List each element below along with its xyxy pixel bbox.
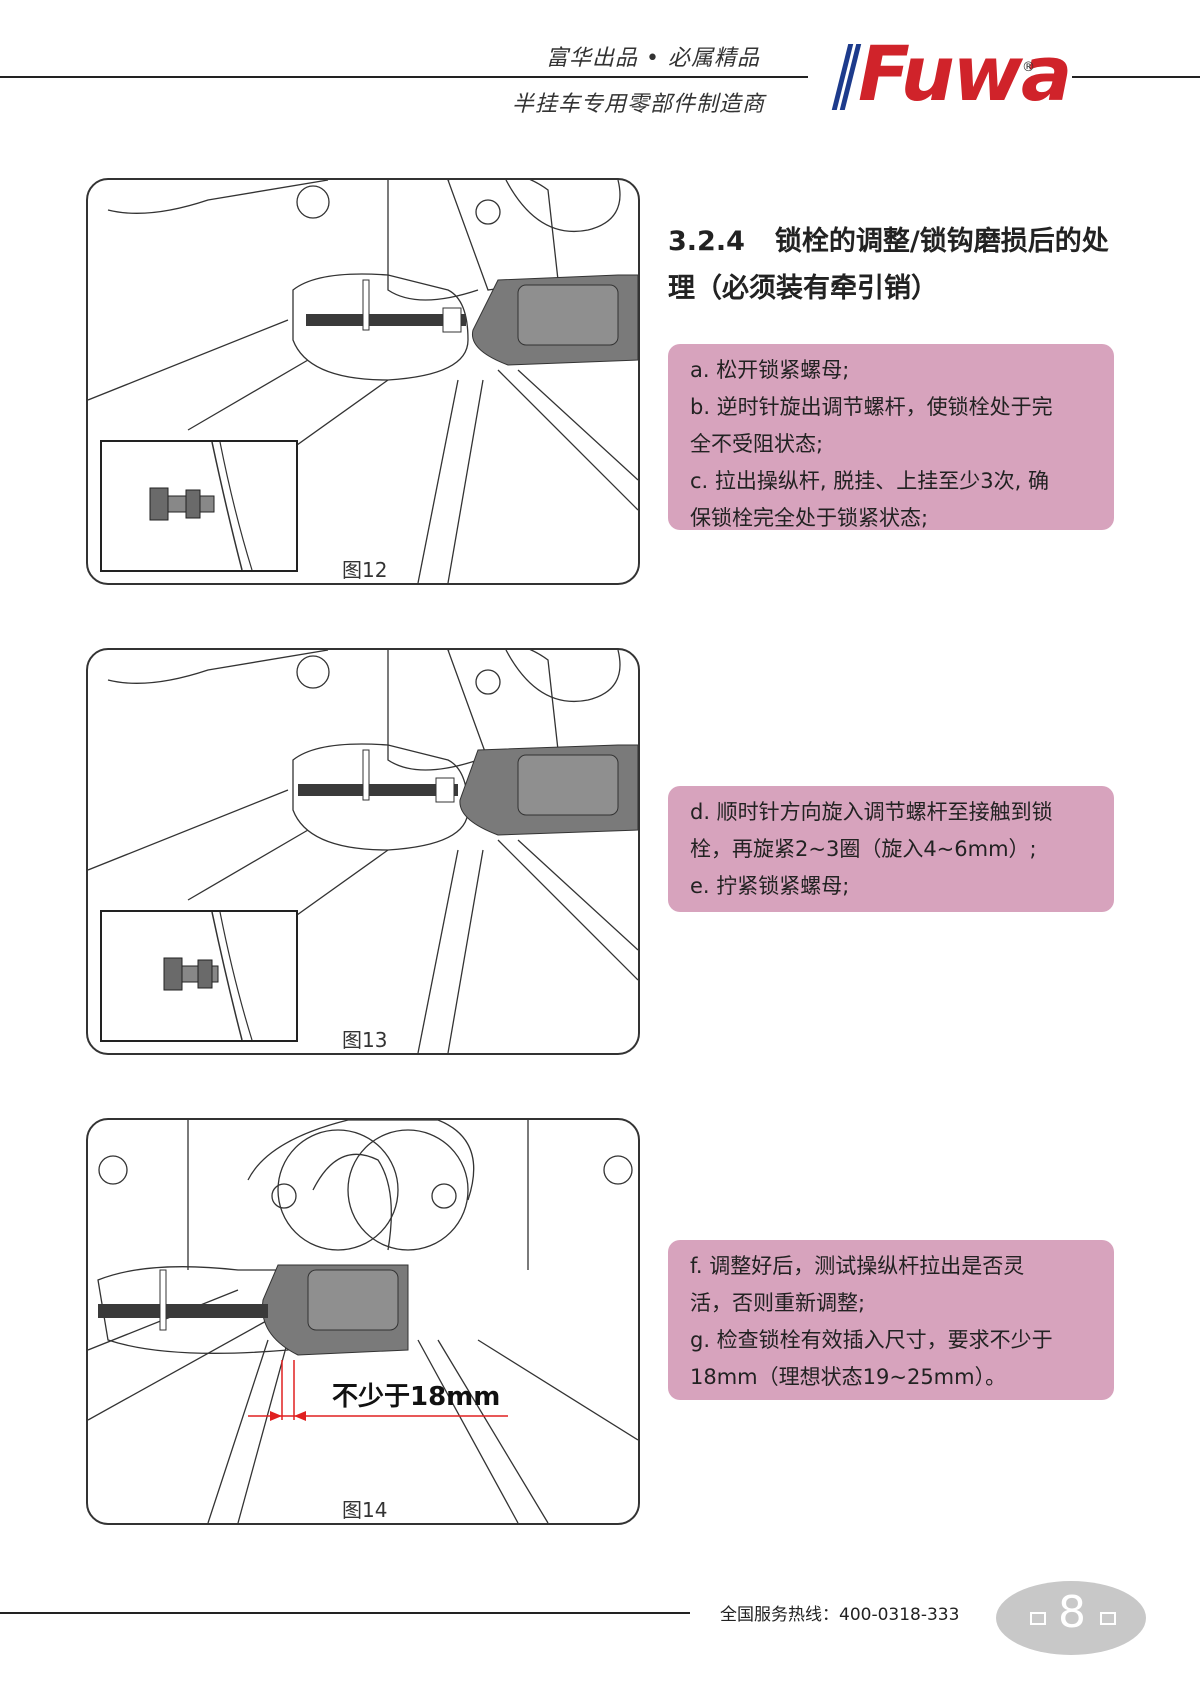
- instruction-line: c. 拉出操纵杆, 脱挂、上挂至少3次, 确: [690, 469, 1049, 493]
- figure-13-caption: 图13: [340, 1024, 390, 1053]
- instruction-line: 保锁栓完全处于锁紧状态;: [690, 506, 929, 530]
- figure-12-caption: 图12: [340, 554, 390, 583]
- fifth-wheel-drawing: [88, 180, 638, 583]
- instruction-line: 栓，再旋紧2~3圈（旋入4~6mm）;: [690, 837, 1037, 861]
- page-number-badge: [996, 1581, 1146, 1655]
- header-slogan-bottom: 半挂车专用零部件制造商: [512, 92, 766, 117]
- instruction-box-2: d. 顺时针方向旋入调节螺杆至接触到锁 栓，再旋紧2~3圈（旋入4~6mm）; …: [668, 786, 1114, 912]
- instruction-line: g. 检查锁栓有效插入尺寸，要求不少于: [690, 1328, 1053, 1352]
- header-slogan-top: 富华出品 • 必属精品: [546, 46, 760, 71]
- header-rule-right: [1072, 76, 1200, 78]
- page-number: 8: [1058, 1587, 1086, 1638]
- figure-13-panel: 图13: [86, 648, 640, 1055]
- bolt-detail-icon: [163, 912, 253, 1040]
- bolt-detail-icon: [149, 442, 253, 570]
- instruction-box-1: a. 松开锁紧螺母; b. 逆时针旋出调节螺杆，使锁栓处于完 全不受阻状态; c…: [668, 344, 1114, 530]
- header-rule-left: [0, 76, 808, 78]
- figure-12-panel: 图12: [86, 178, 640, 585]
- dimension-label: 不少于18mm: [332, 1382, 501, 1412]
- logo-registered-mark: ®: [1022, 60, 1035, 75]
- instruction-line: e. 拧紧锁紧螺母;: [690, 874, 850, 898]
- figure-13-detail-inset: [100, 910, 298, 1042]
- page-square-icon: [1100, 1612, 1116, 1625]
- figure-14-panel: 不少于18mm 图14: [86, 1118, 640, 1525]
- instruction-line: 活，否则重新调整;: [690, 1291, 866, 1315]
- logo-wordmark: Fuwa: [858, 29, 1072, 118]
- section-number: 3.2.4: [668, 226, 745, 257]
- instruction-line: 全不受阻状态;: [690, 432, 824, 456]
- service-hotline: 全国服务热线：400-0318-333: [720, 1605, 960, 1625]
- fifth-wheel-front-drawing: [88, 1120, 638, 1523]
- section-title: 锁栓的调整/锁钩磨损后的处理（必须装有牵引销）: [668, 226, 1109, 304]
- instruction-line: b. 逆时针旋出调节螺杆，使锁栓处于完: [690, 395, 1053, 419]
- instruction-line: f. 调整好后，测试操纵杆拉出是否灵: [690, 1254, 1025, 1278]
- figure-14-caption: 图14: [340, 1494, 390, 1523]
- figure-12-detail-inset: [100, 440, 298, 572]
- instruction-line: 18mm（理想状态19~25mm）。: [690, 1365, 1007, 1389]
- instruction-box-3: f. 调整好后，测试操纵杆拉出是否灵 活，否则重新调整; g. 检查锁栓有效插入…: [668, 1240, 1114, 1400]
- footer-rule: [0, 1612, 690, 1614]
- instruction-line: d. 顺时针方向旋入调节螺杆至接触到锁: [690, 800, 1053, 824]
- page-square-icon: [1030, 1612, 1046, 1625]
- instruction-line: a. 松开锁紧螺母;: [690, 358, 850, 382]
